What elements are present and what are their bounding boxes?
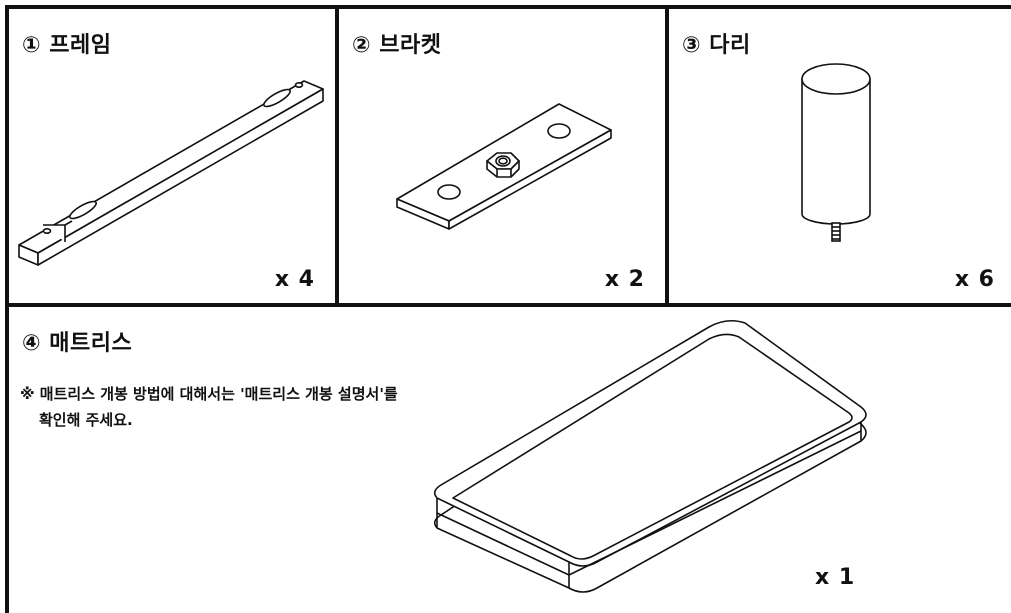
part-panel-mattress: ④ 매트리스 ※ 매트리스 개봉 방법에 대해서는 '매트리스 개봉 설명서'를… [5, 303, 1011, 613]
note-line: ※ 매트리스 개봉 방법에 대해서는 '매트리스 개봉 설명서'를 [20, 385, 398, 403]
part-title: ③ 다리 [682, 33, 751, 58]
part-panel-bracket: ② 브라켓 x 2 [335, 5, 669, 307]
part-panel-leg: ③ 다리 x 6 [665, 5, 1011, 307]
leg-illustration [801, 63, 871, 242]
part-title: ① 프레임 [22, 33, 112, 58]
quantity-label: x 4 [274, 267, 315, 292]
quantity-label: x 1 [815, 565, 856, 590]
quantity-label: x 6 [954, 267, 995, 292]
part-panel-frame: ① 프레임 x 4 [5, 5, 339, 307]
part-title: ④ 매트리스 [22, 331, 133, 356]
note-line: 확인해 주세요. [39, 411, 133, 429]
part-title: ② 브라켓 [352, 33, 442, 58]
bracket-illustration [396, 103, 612, 230]
quantity-label: x 2 [604, 267, 645, 292]
mattress-illustration [433, 319, 867, 593]
frame-illustration [18, 80, 324, 266]
mattress-note: ※ 매트리스 개봉 방법에 대해서는 '매트리스 개봉 설명서'를 확인해 주세… [20, 381, 398, 433]
